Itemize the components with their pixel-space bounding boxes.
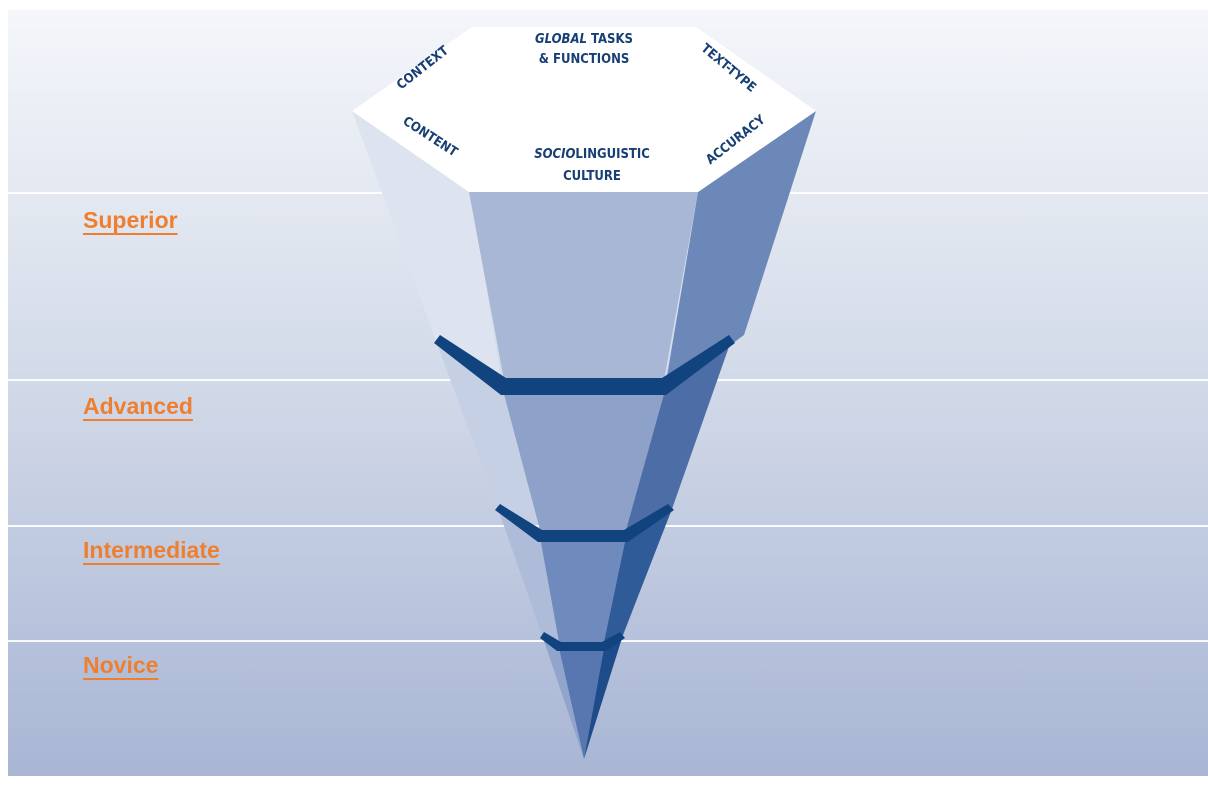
inverted-pyramid: GLOBAL TASKS & FUNCTIONS CONTEXT TEXT-TY… — [352, 27, 816, 759]
level-link-advanced[interactable]: Advanced — [83, 393, 193, 419]
pyramid-face-right — [664, 111, 816, 394]
label-sociolinguistic: SOCIOLINGUISTIC — [534, 147, 650, 162]
pyramid-face-left — [352, 111, 504, 394]
level-link-intermediate[interactable]: Intermediate — [83, 537, 220, 563]
level-link-novice[interactable]: Novice — [83, 652, 159, 678]
pyramid-top-face — [352, 27, 816, 192]
label-global-tasks: GLOBAL TASKS — [535, 32, 633, 47]
label-functions: & FUNCTIONS — [539, 52, 630, 67]
label-culture: CULTURE — [563, 169, 621, 184]
level-band-novice — [540, 632, 625, 651]
pyramid-face-left — [497, 506, 559, 642]
pyramid-face-right — [584, 635, 623, 759]
pyramid-face-front — [469, 192, 698, 380]
level-band-advanced — [434, 335, 735, 395]
pyramid-face-left — [436, 341, 540, 522]
pyramid-face-left — [542, 635, 584, 759]
proficiency-diagram: Superior Advanced Intermediate Novice GL… — [8, 10, 1208, 776]
pyramid-face-right — [604, 509, 672, 642]
level-link-superior[interactable]: Superior — [83, 207, 178, 233]
level-band-intermediate — [495, 504, 674, 542]
pyramid-face-front — [559, 648, 604, 759]
pyramid-face-right — [626, 341, 731, 530]
pyramid-face-front — [504, 394, 664, 530]
pyramid-face-front — [540, 537, 626, 642]
